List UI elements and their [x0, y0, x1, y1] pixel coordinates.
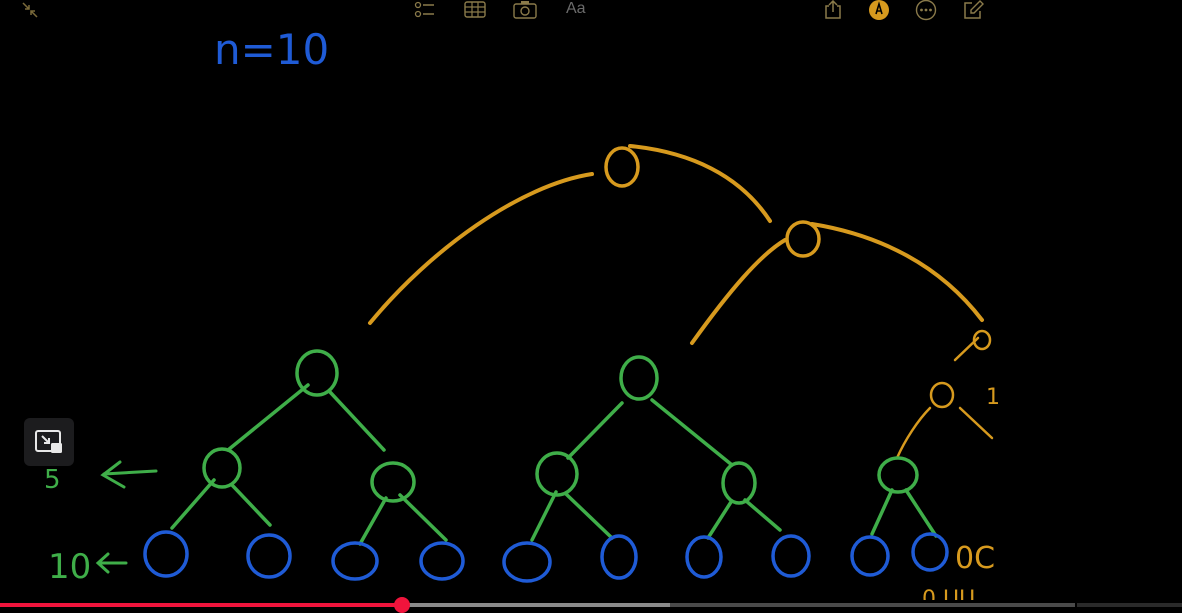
orange-node — [785, 220, 821, 258]
blue-leaf — [419, 541, 465, 581]
progress-played — [0, 603, 402, 607]
level-label-top: 5 — [44, 465, 61, 495]
green-node — [202, 447, 242, 489]
level-label-bottom: 10 — [48, 547, 91, 587]
green-node — [370, 461, 416, 503]
blue-leaf — [600, 534, 638, 580]
progress-scrubber[interactable] — [394, 597, 410, 613]
blue-leaf — [911, 532, 949, 572]
collapse-icon[interactable] — [18, 0, 42, 20]
blue-leaves — [143, 530, 949, 583]
checklist-icon[interactable] — [413, 0, 437, 20]
blue-leaf — [246, 533, 292, 579]
orange-node — [929, 381, 955, 409]
green-node — [295, 349, 339, 397]
table-icon[interactable] — [463, 0, 487, 20]
green-node — [619, 355, 659, 401]
level-arrow-bottom — [95, 552, 128, 574]
blue-leaf — [502, 541, 552, 583]
orange-nodes — [604, 146, 992, 409]
camera-icon[interactable] — [513, 0, 537, 20]
blue-leaf — [143, 530, 189, 578]
leaf-fragment-bottom: 0 UU — [922, 587, 975, 600]
blue-leaf — [685, 535, 723, 579]
more-icon[interactable] — [914, 0, 938, 21]
blue-leaf — [331, 541, 379, 581]
orange-node — [604, 146, 640, 188]
note-title: n=10 — [214, 25, 329, 74]
green-nodes — [202, 349, 919, 505]
orange-branches — [368, 144, 984, 345]
green-node — [877, 456, 919, 494]
pip-icon — [35, 430, 62, 453]
picture-in-picture-button[interactable] — [24, 418, 74, 466]
orange-node — [972, 329, 992, 351]
green-node — [721, 461, 757, 505]
side-label: 1 — [986, 385, 1000, 410]
orange-small-branches — [895, 336, 994, 460]
markup-icon[interactable] — [867, 0, 891, 20]
blue-leaf — [771, 534, 811, 578]
blue-leaf — [850, 535, 890, 577]
level-arrow-top — [100, 460, 158, 489]
format-button[interactable]: Aa — [566, 0, 586, 17]
progress-track-end — [1077, 603, 1182, 607]
green-node — [535, 451, 579, 497]
green-branches — [170, 383, 938, 546]
leaf-fragment-top: 0C — [955, 541, 995, 576]
share-icon[interactable] — [821, 0, 845, 20]
drawing-canvas[interactable]: n=10 1 — [0, 0, 1182, 600]
compose-icon[interactable] — [961, 0, 985, 20]
toolbar: Aa — [0, 0, 1182, 22]
